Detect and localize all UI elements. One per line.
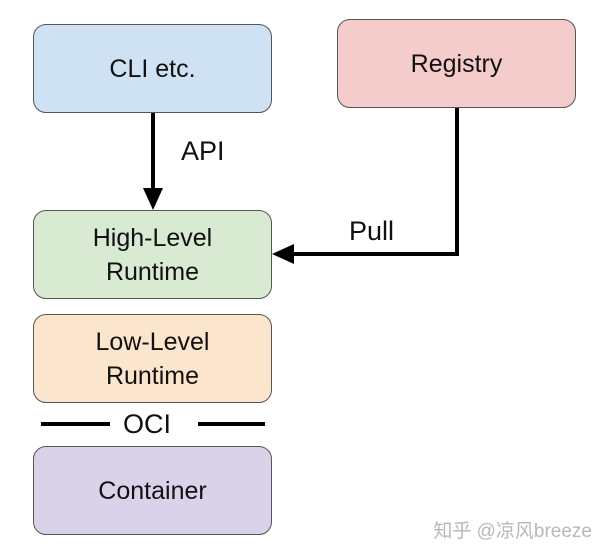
high-level-runtime-node-label: High-Level Runtime (92, 223, 213, 286)
registry-node: Registry (337, 19, 576, 108)
low-level-runtime-node-label: Low-Level Runtime (95, 327, 210, 390)
container-node-label: Container (98, 476, 207, 505)
low-level-runtime-node: Low-Level Runtime (33, 314, 272, 403)
container-node: Container (33, 446, 272, 535)
api-arrowhead (143, 188, 163, 210)
pull-arrowhead (272, 244, 294, 264)
cli-node: CLI etc. (33, 24, 272, 113)
pull-edge-label: Pull (349, 216, 395, 246)
oci-separator-label: OCI (123, 409, 172, 439)
watermark: 知乎 @凉风breeze (433, 521, 592, 542)
api-edge-label: API (181, 136, 225, 166)
registry-node-label: Registry (410, 49, 503, 78)
cli-node-label: CLI etc. (109, 54, 196, 83)
pull-arrow-line (294, 107, 459, 256)
high-level-runtime-node: High-Level Runtime (33, 210, 272, 299)
